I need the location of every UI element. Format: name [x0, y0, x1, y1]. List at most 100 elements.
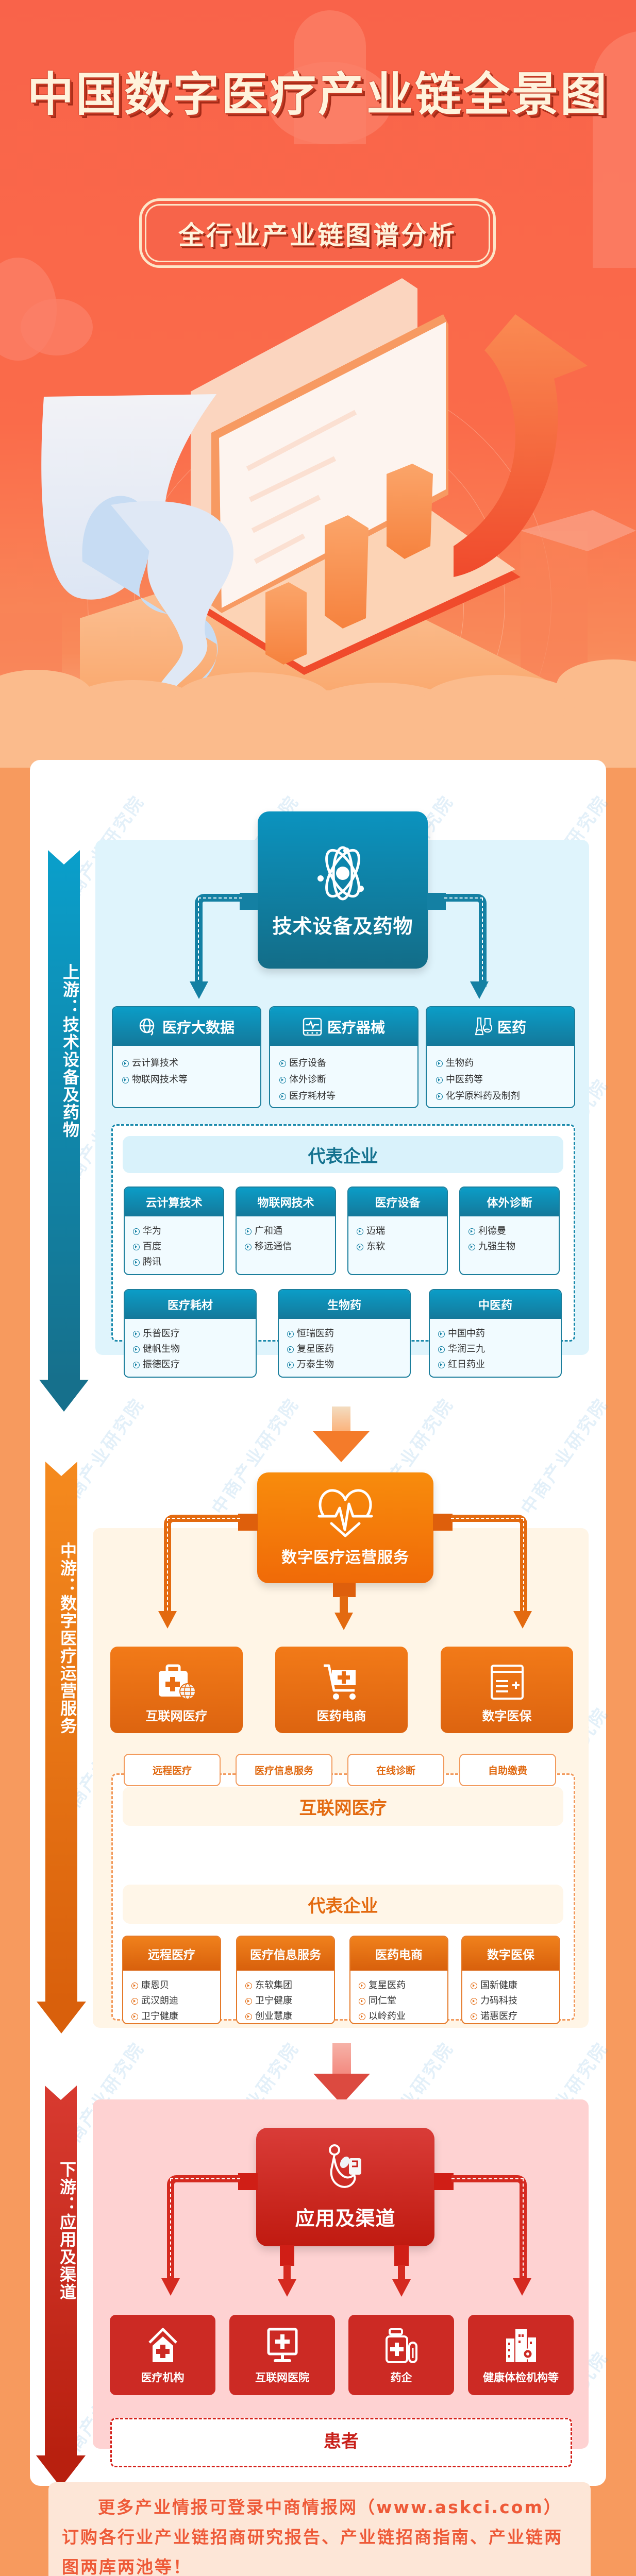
category-title: 健康体检机构等 [483, 2371, 559, 2384]
category-item: 体外诊断 [279, 1072, 417, 1088]
chevron-bullet-icon [436, 1060, 443, 1067]
category-title: 医药电商 [316, 1709, 366, 1723]
chevron-bullet-icon [122, 1060, 129, 1067]
company-card: 生物药 恒瑞医药 复星医药 万泰生物 [278, 1289, 411, 1378]
downstream-category-card: 互联网医院 [229, 2315, 335, 2395]
company-item: 创业慧康 [245, 2009, 334, 2023]
category-item: 生物药 [436, 1055, 574, 1072]
chevron-bullet-icon [436, 1093, 443, 1100]
chevron-bullet-icon [133, 1243, 140, 1250]
chevron-bullet-icon [131, 1997, 138, 2005]
chevron-bullet-icon [471, 2013, 477, 2020]
chevron-bullet-icon [133, 1330, 140, 1337]
category-item: 中医药等 [436, 1072, 574, 1088]
chevron-bullet-icon [245, 1243, 252, 1250]
category-title: 医疗器械 [327, 1019, 385, 1036]
chevron-bullet-icon [359, 2013, 365, 2020]
company-item: 东软 [357, 1239, 447, 1255]
midstream-stage-label: 中游：数字医疗运营服务 [58, 1542, 77, 1735]
upstream-companies-title: 代表企业 [123, 1136, 563, 1173]
company-item: 恒瑞医药 [287, 1326, 410, 1342]
chevron-bullet-icon [438, 1346, 445, 1353]
medical-cart-icon [323, 1664, 356, 1700]
company-item: 万泰生物 [287, 1357, 410, 1372]
chevron-bullet-icon [471, 1997, 477, 2005]
company-item: 广和通 [245, 1224, 335, 1239]
company-item: 力码科技 [471, 1993, 559, 2009]
internet-medical-title: 互联网医疗 [123, 1787, 563, 1826]
chevron-bullet-icon [287, 1346, 294, 1353]
cloud-band [0, 659, 636, 768]
house-cross-icon [148, 2328, 177, 2362]
heartbeat-icon [317, 1489, 373, 1537]
chevron-bullet-icon [245, 2013, 252, 2020]
company-item: 同仁堂 [359, 1993, 447, 2009]
company-card: 医疗信息服务 东软集团 卫宁健康 创业慧康 [236, 1936, 335, 2024]
downstream-hub: 应用及渠道 [256, 2128, 434, 2246]
chevron-bullet-icon [436, 1076, 443, 1083]
company-item: 中国中药 [438, 1326, 561, 1342]
midstream-hub: 数字医疗运营服务 [257, 1472, 433, 1583]
midstream-category-card: 医药电商 [275, 1647, 408, 1733]
footer-note-box [48, 2482, 591, 2576]
company-item: 振德医疗 [133, 1357, 256, 1372]
company-item: 迈瑞 [357, 1224, 447, 1239]
internet-medical-item: 在线诊断 [347, 1754, 444, 1786]
subtitle-frame: 全行业产业链图谱分析 [139, 198, 496, 268]
chevron-bullet-icon [468, 1243, 475, 1250]
category-title: 医疗机构 [141, 2371, 185, 2384]
chevron-bullet-icon [359, 1982, 365, 1989]
company-card: 物联网技术 广和通 移远通信 [236, 1187, 336, 1275]
upstream-stage-arrow [39, 850, 89, 1412]
internet-medical-item: 远程医疗 [124, 1754, 221, 1786]
end-user-label: 患者 [324, 2431, 359, 2452]
downstream-category-card: 医疗机构 [110, 2315, 215, 2395]
upstream-hub: 技术设备及药物 [258, 811, 428, 969]
company-item: 诺惠医疗 [471, 2009, 559, 2023]
company-item: 国新健康 [471, 1978, 559, 1993]
category-item: 医疗设备 [279, 1055, 417, 1072]
company-item: 乐普医疗 [133, 1326, 256, 1342]
chevron-bullet-icon [133, 1259, 140, 1266]
page-subtitle: 全行业产业链图谱分析 [178, 220, 457, 250]
company-card: 中医药 中国中药 华润三九 红日药业 [429, 1289, 562, 1378]
company-item: 康恩贝 [131, 1978, 220, 1993]
chevron-bullet-icon [357, 1228, 363, 1235]
upstream-stage-label: 上游：技术设备及药物 [60, 963, 80, 1139]
chevron-bullet-icon [471, 1982, 477, 1989]
flow-down-arrow [313, 2043, 370, 2105]
category-title: 医药 [497, 1019, 526, 1036]
company-item: 武汉朗迪 [131, 1993, 220, 2009]
category-item: 医疗耗材等 [279, 1088, 417, 1105]
footer-note-text: 更多产业情报可登录中商情报网（www.askci.com）订购各行业产业链招商研… [62, 2497, 563, 2576]
chevron-bullet-icon [359, 1997, 365, 2005]
chevron-bullet-icon [468, 1228, 475, 1235]
category-item: 云计算技术 [122, 1055, 260, 1072]
upstream-category-card: 医疗器械 医疗设备 体外诊断 医疗耗材等 [269, 1006, 419, 1108]
company-item: 复星医药 [287, 1342, 410, 1357]
atom-icon [317, 846, 364, 901]
chevron-bullet-icon [287, 1361, 294, 1368]
company-card: 远程医疗 康恩贝 武汉朗迪 卫宁健康 [122, 1936, 221, 2024]
internet-medical-item: 医疗信息服务 [236, 1754, 332, 1786]
chevron-bullet-icon [122, 1076, 129, 1083]
flow-down-arrow [313, 1406, 370, 1462]
category-title: 互联网医院 [255, 2371, 309, 2384]
midstream-category-card: 互联网医疗 [110, 1647, 243, 1733]
end-user-box [110, 2418, 572, 2467]
chevron-bullet-icon [245, 1228, 252, 1235]
company-card: 医药电商 复星医药 同仁堂 以岭药业 [349, 1936, 448, 2024]
upstream-category-card: 医药 生物药 中医药等 化学原料药及制剂 [426, 1006, 575, 1108]
chevron-bullet-icon [287, 1330, 294, 1337]
heart-monitor-icon [303, 1018, 322, 1036]
midstream-hub-label: 数字医疗运营服务 [281, 1549, 409, 1567]
chevron-bullet-icon [438, 1330, 445, 1337]
downstream-hub-label: 应用及渠道 [295, 2207, 396, 2230]
chevron-bullet-icon [245, 1982, 252, 1989]
internet-medical-item: 自助缴费 [459, 1754, 556, 1786]
chevron-bullet-icon [133, 1361, 140, 1368]
midstream-stage-arrow [37, 1462, 86, 2033]
company-item: 利德曼 [468, 1224, 559, 1239]
blood-pressure-icon [329, 2144, 361, 2188]
company-card: 医疗设备 迈瑞 东软 [347, 1187, 448, 1275]
